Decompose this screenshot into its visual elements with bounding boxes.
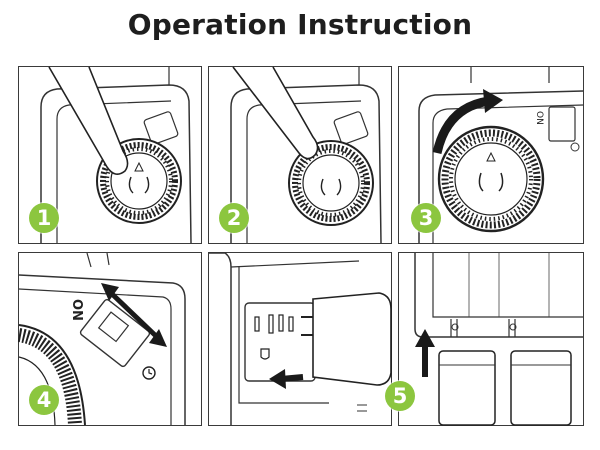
step-number-badge: 5 xyxy=(385,381,415,411)
step-number-badge: 4 xyxy=(29,385,59,415)
panel-step-2: 2 xyxy=(208,66,392,244)
panel-step-5-outlet xyxy=(208,252,392,426)
step-number-badge: 3 xyxy=(411,203,441,233)
outlet-plug-illustration xyxy=(209,252,392,425)
switch-on-label: ON xyxy=(534,111,544,125)
timer-dial-illustration xyxy=(230,66,382,244)
timer-dial-illustration xyxy=(40,66,192,244)
step-number-badge: 2 xyxy=(219,203,249,233)
step-number-badge: 1 xyxy=(29,203,59,233)
timer-mount-illustration xyxy=(414,253,583,426)
panel-step-3: ON 3 xyxy=(398,66,584,244)
panel-step-5-mount: 5 xyxy=(385,252,584,426)
timer-dial-rotate-illustration: ON xyxy=(418,67,584,243)
page-title: Operation Instruction xyxy=(127,8,473,41)
panel-step-4: ON 4 xyxy=(17,252,202,426)
panel-step-1: 1 xyxy=(18,66,202,244)
switch-on-label: ON xyxy=(69,299,84,321)
on-switch-illustration: ON xyxy=(17,252,186,426)
